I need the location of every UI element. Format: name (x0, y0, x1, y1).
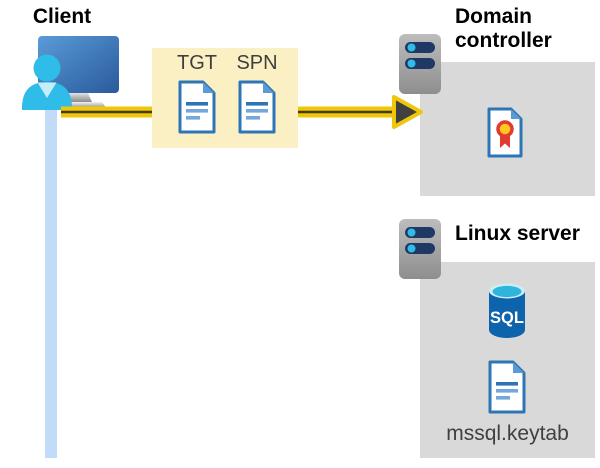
spn-document-icon (238, 80, 276, 134)
linux-server-icon (399, 219, 441, 279)
keytab-filename-label: mssql.keytab (446, 422, 569, 445)
domain-controller-server-icon (399, 34, 441, 94)
spn-label: SPN (236, 52, 278, 74)
domain-controller-title: Domain controller (455, 5, 552, 53)
user-icon (22, 54, 72, 110)
tgt-label: TGT (177, 52, 217, 74)
client-label: Client (32, 5, 92, 28)
tgt-document-icon (178, 80, 216, 134)
sql-text: SQL (490, 309, 524, 327)
linux-server-title: Linux server (455, 222, 580, 245)
client-computer-user-icon (22, 36, 119, 110)
keytab-document-icon (488, 360, 526, 414)
client-network-line (45, 86, 57, 458)
sql-database-icon: SQL (489, 283, 525, 338)
ticket-box: TGT SPN (152, 48, 298, 148)
certificate-icon (487, 107, 523, 158)
